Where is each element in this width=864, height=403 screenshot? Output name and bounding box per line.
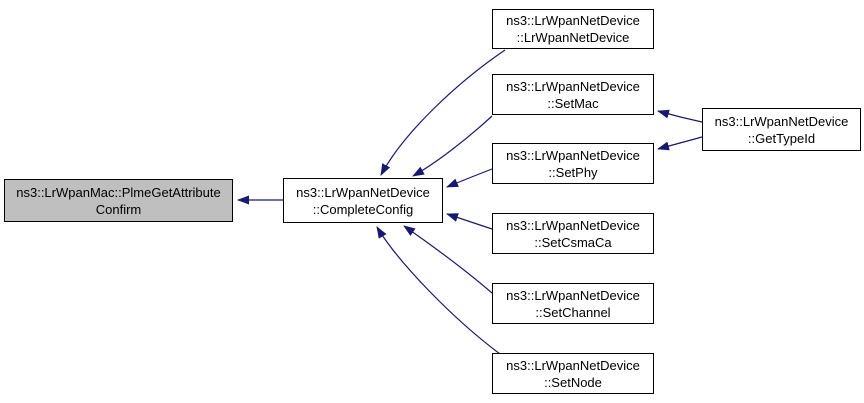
node-label-line2: ::GetTypeId bbox=[747, 130, 816, 146]
edge-setmac-to-completeconfig bbox=[412, 115, 493, 177]
node-label-line1: ns3::LrWpanNetDevice bbox=[506, 357, 640, 373]
node-lrwpan-net-device-constructor[interactable]: ns3::LrWpanNetDevice ::LrWpanNetDevice bbox=[492, 9, 654, 49]
node-label-line1: ns3::LrWpanNetDevice bbox=[506, 78, 640, 94]
node-label-line1: ns3::LrWpanNetDevice bbox=[506, 13, 640, 28]
node-label-line1: ns3::LrWpanMac::PlmeGetAttribute bbox=[16, 184, 221, 200]
node-label-line2: ::SetNode bbox=[544, 374, 602, 390]
node-set-node[interactable]: ns3::LrWpanNetDevice ::SetNode bbox=[492, 353, 654, 394]
node-label-line1: ns3::LrWpanNetDevice bbox=[506, 287, 640, 303]
edge-gettypeid-to-setmac bbox=[657, 109, 703, 123]
edge-constructor-to-completeconfig bbox=[380, 49, 506, 176]
node-get-type-id[interactable]: ns3::LrWpanNetDevice ::GetTypeId bbox=[702, 108, 861, 151]
edge-setchannel-to-completeconfig bbox=[403, 225, 493, 294]
node-label-line2: ::SetMac bbox=[547, 95, 599, 111]
node-label-line2: ::LrWpanNetDevice bbox=[516, 30, 630, 45]
node-complete-config[interactable]: ns3::LrWpanNetDevice ::CompleteConfig bbox=[283, 178, 443, 223]
node-label-line2: ::SetChannel bbox=[535, 304, 611, 320]
node-label-line1: ns3::LrWpanNetDevice bbox=[506, 147, 640, 163]
node-set-csma-ca[interactable]: ns3::LrWpanNetDevice ::SetCsmaCa bbox=[492, 213, 654, 254]
node-set-mac[interactable]: ns3::LrWpanNetDevice ::SetMac bbox=[492, 74, 654, 115]
edge-setnode-to-completeconfig bbox=[376, 226, 501, 355]
node-label-line1: ns3::LrWpanNetDevice bbox=[296, 184, 430, 200]
node-label-line1: ns3::LrWpanNetDevice bbox=[714, 113, 849, 129]
node-plme-get-attribute-confirm[interactable]: ns3::LrWpanMac::PlmeGetAttribute Confirm bbox=[4, 179, 233, 222]
node-label-line2: ::CompleteConfig bbox=[312, 201, 414, 217]
node-label-line2: ::SetPhy bbox=[548, 164, 598, 180]
edge-gettypeid-to-setphy bbox=[657, 136, 703, 151]
node-set-channel[interactable]: ns3::LrWpanNetDevice ::SetChannel bbox=[492, 283, 654, 324]
node-label-line1: ns3::LrWpanNetDevice bbox=[506, 217, 640, 233]
node-set-phy[interactable]: ns3::LrWpanNetDevice ::SetPhy bbox=[492, 143, 654, 184]
edge-setcsmaca-to-completeconfig bbox=[446, 213, 493, 230]
edge-setphy-to-completeconfig bbox=[446, 168, 493, 188]
node-label-line2: Confirm bbox=[95, 201, 142, 217]
node-label-line2: ::SetCsmaCa bbox=[534, 234, 612, 250]
